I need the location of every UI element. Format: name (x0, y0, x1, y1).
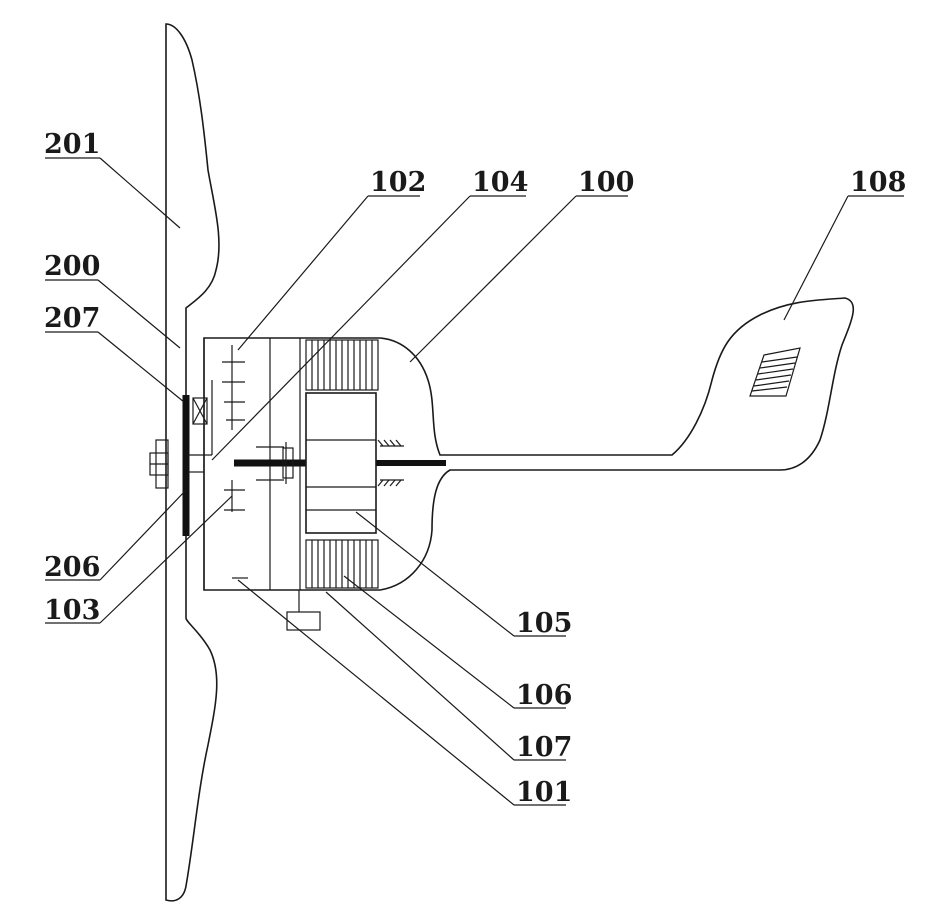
label-100: 100 (578, 167, 634, 198)
rotor-105 (306, 393, 376, 533)
label-201: 201 (44, 129, 100, 160)
label-206: 206 (44, 552, 100, 583)
label-107: 107 (516, 732, 572, 763)
label-207: 207 (44, 303, 100, 334)
label-200: 200 (44, 251, 100, 282)
label-101: 101 (516, 777, 572, 808)
label-103: 103 (44, 595, 100, 626)
label-102: 102 (370, 167, 426, 198)
housing-100 (204, 298, 853, 590)
label-105: 105 (516, 608, 572, 639)
gear-102 (222, 345, 245, 430)
label-104: 104 (472, 167, 528, 198)
tail-vent-108 (750, 348, 800, 396)
bearing-207 (193, 398, 207, 424)
stator-lower (306, 540, 378, 588)
stator-upper (306, 340, 378, 390)
label-106: 106 (516, 680, 572, 711)
gear-103 (224, 480, 245, 512)
blade-201 (166, 24, 219, 901)
leader-lines (45, 158, 904, 805)
label-108: 108 (850, 167, 906, 198)
